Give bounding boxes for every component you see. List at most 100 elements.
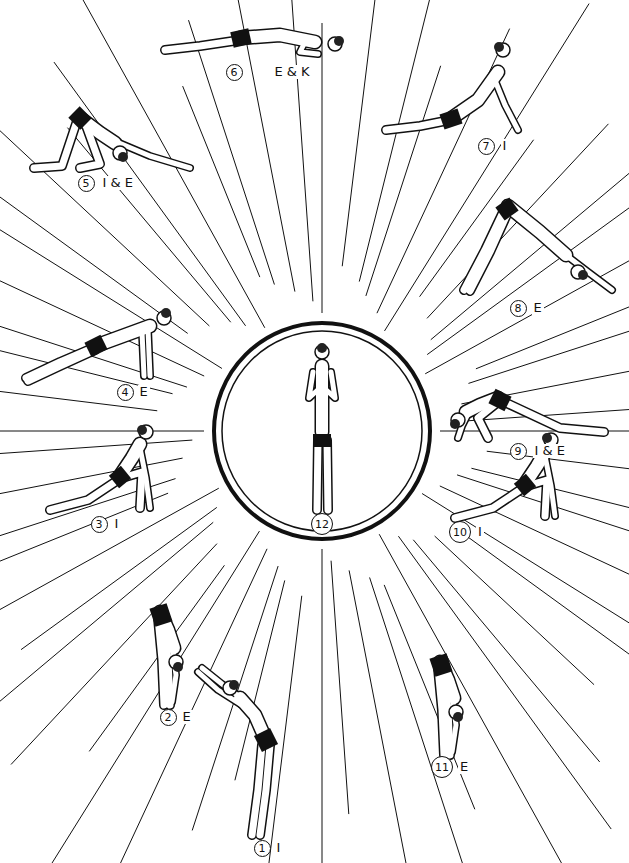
sun-ray	[11, 544, 217, 765]
shorts	[438, 656, 444, 674]
limb	[327, 440, 328, 510]
yoga-figure	[309, 343, 335, 510]
limb	[494, 78, 518, 130]
breath-label: E	[138, 385, 150, 399]
sun-ray	[384, 585, 475, 809]
limb-outline	[172, 645, 176, 702]
hair	[334, 36, 344, 46]
step-number: 6	[226, 64, 243, 81]
sun-ray	[456, 529, 629, 735]
yoga-figure	[450, 396, 604, 438]
sun-ray	[0, 324, 173, 394]
step-marker: 3I	[91, 516, 121, 533]
step-number: 5	[78, 175, 95, 192]
limb	[508, 206, 566, 255]
sun-ray	[331, 561, 349, 814]
hair	[453, 712, 463, 722]
limb-outline	[50, 480, 118, 510]
yoga-figure	[198, 668, 270, 835]
limb-outline	[165, 40, 240, 50]
yoga-figure	[50, 425, 153, 510]
step-number: 11	[431, 756, 453, 778]
step-marker: 7I	[478, 138, 509, 155]
step-number: 12	[311, 513, 333, 535]
limb-outline	[464, 208, 505, 290]
limb-outline	[112, 140, 190, 168]
hair	[137, 425, 147, 435]
shorts	[232, 36, 250, 40]
step-number: 10	[449, 521, 471, 543]
step-marker: 8E	[510, 300, 544, 317]
shorts	[313, 434, 331, 447]
hair	[578, 270, 588, 280]
limb-outline	[386, 120, 450, 130]
yoga-figure	[34, 112, 190, 168]
hair	[118, 152, 128, 162]
limb	[172, 645, 176, 702]
step-marker: 1I	[254, 840, 283, 857]
limb	[300, 42, 318, 54]
hair	[494, 42, 504, 52]
sun-ray	[21, 507, 217, 649]
limb-outline	[198, 672, 240, 704]
limb	[148, 330, 150, 376]
limb-outline	[148, 330, 150, 376]
limb	[28, 350, 95, 381]
sun-ray	[183, 86, 260, 277]
sun-ray	[349, 570, 423, 863]
sun-ray	[359, 0, 449, 282]
hair	[542, 433, 552, 443]
limb	[452, 72, 498, 118]
sun-ray	[413, 540, 599, 762]
limb-outline	[508, 206, 566, 255]
breath-label: I	[275, 841, 283, 855]
sun-ray	[0, 275, 187, 387]
limb	[500, 400, 604, 432]
shorts	[88, 342, 104, 350]
limb-outline	[142, 332, 144, 376]
sun-ray	[476, 260, 629, 369]
hair	[173, 662, 183, 672]
sun-ray	[0, 431, 204, 432]
shorts	[262, 732, 270, 748]
breath-label: E & K	[273, 65, 312, 79]
breath-label: I & E	[101, 176, 135, 190]
center-ring	[214, 323, 430, 539]
limb-outline	[317, 440, 318, 510]
limb	[470, 210, 509, 291]
sun-ray	[398, 536, 611, 829]
sun-ray	[440, 486, 629, 598]
sun-ray	[0, 384, 157, 411]
limb-outline	[315, 366, 330, 432]
sun-ray	[366, 66, 441, 296]
limb	[112, 140, 190, 168]
limb-outline	[452, 695, 456, 752]
limb-outline	[500, 400, 604, 432]
shorts	[519, 480, 531, 490]
yoga-figure	[165, 35, 344, 54]
breath-label: I & E	[533, 444, 567, 458]
limb-outline	[34, 118, 78, 168]
limb-outline	[28, 350, 95, 381]
limb	[316, 366, 328, 432]
breath-label: E	[458, 760, 470, 774]
limb	[386, 120, 450, 130]
step-number: 8	[510, 300, 527, 317]
shorts	[74, 112, 86, 124]
hair	[450, 419, 460, 429]
hair	[161, 308, 171, 318]
sun-ray	[379, 534, 589, 863]
limb	[545, 456, 555, 516]
sun-ray	[0, 208, 222, 368]
limb	[452, 695, 456, 752]
step-marker: 10I	[449, 521, 484, 543]
limb	[198, 672, 240, 704]
limb-outline	[452, 72, 498, 118]
step-marker: 2E	[160, 709, 193, 726]
step-number: 4	[117, 384, 134, 401]
breath-label: I	[113, 517, 121, 531]
sun-ray	[322, 23, 323, 313]
limb-outline	[455, 488, 523, 518]
yoga-figure	[438, 656, 463, 755]
